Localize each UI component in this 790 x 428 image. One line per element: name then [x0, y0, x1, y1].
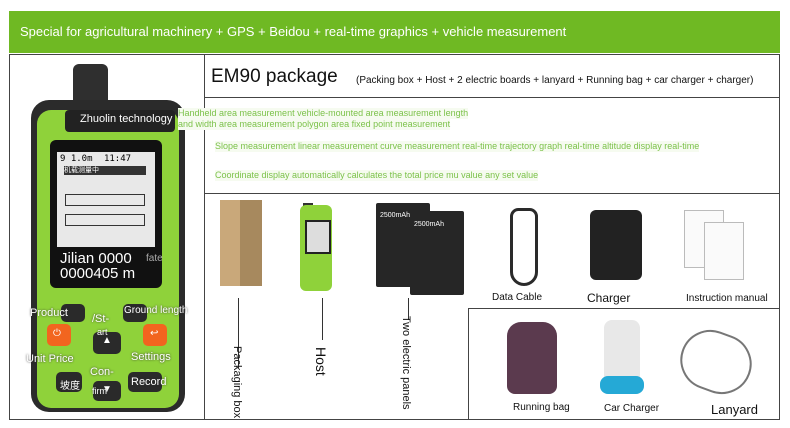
manual-page-2	[704, 222, 744, 280]
up-arrow-button[interactable]	[93, 332, 121, 354]
clock: 11:47	[103, 154, 132, 164]
running-bag-image	[507, 322, 557, 394]
satellite-count: 9	[60, 154, 66, 164]
divider-accessories-left	[468, 308, 469, 420]
faint-label-fate: fate	[146, 253, 163, 264]
feature-line-1a: Handheld area measurement vehicle-mounte…	[178, 108, 469, 119]
slope-key-label: 坡度	[60, 381, 80, 392]
overlay-art: art	[97, 327, 108, 337]
back-button[interactable]	[143, 324, 167, 346]
readout-line-1: Jilian 0000	[60, 250, 132, 267]
divider-vertical	[204, 54, 205, 420]
screen-status-bar: 9 1.0m 11:47	[60, 154, 131, 164]
label-car-charger: Car Charger	[604, 403, 660, 414]
overlay-record: Record	[131, 376, 167, 388]
down-arrow-icon: ▼	[102, 384, 112, 395]
label-instruction-manual: Instruction manual	[686, 293, 768, 304]
device-brand: Zhuolin technology	[80, 113, 173, 125]
host-screen	[305, 220, 331, 254]
car-charger-ring	[600, 376, 644, 394]
label-packaging-box: Packaging box	[231, 346, 243, 419]
feature-line-3: Coordinate display automatically calcula…	[215, 170, 539, 181]
overlay-unit-price: Unit Price	[26, 353, 74, 365]
power-icon: ⏻	[53, 328, 61, 339]
overlay-settings: Settings	[131, 351, 171, 363]
battery-image-2	[410, 211, 464, 295]
battery-capacity-2: 2500mAh	[414, 221, 444, 228]
record-key[interactable]	[128, 372, 162, 392]
accuracy: 1.0m	[70, 154, 93, 164]
device-brand-band	[65, 110, 175, 132]
data-cable-image	[510, 208, 538, 286]
label-data-cable: Data Cable	[492, 292, 543, 303]
label-two-panels: Two electric panels	[400, 316, 412, 410]
charger-image	[590, 210, 642, 280]
down-arrow-button[interactable]	[93, 381, 121, 401]
content-frame	[9, 54, 780, 420]
feature-line-2: Slope measurement linear measurement cur…	[215, 141, 700, 152]
label-charger: Charger	[587, 291, 631, 305]
divider-under-features	[205, 193, 780, 194]
battery-capacity-1: 2500mAh	[380, 212, 410, 219]
overlay-ground-length: Ground length	[124, 305, 188, 316]
screen-title: 机载测量中	[64, 166, 146, 175]
package-title: EM90 package	[211, 66, 338, 87]
label-lanyard: Lanyard	[711, 402, 758, 417]
device-button-top-left[interactable]	[61, 304, 85, 322]
feature-line-1b: and width area measurement polygon area …	[178, 119, 451, 130]
divider-accessories	[468, 308, 780, 309]
screen-track-2	[65, 214, 145, 226]
overlay-start: /St-	[92, 313, 110, 325]
device-button-top-right[interactable]	[123, 304, 147, 322]
banner-text: Special for agricultural machinery + GPS…	[20, 24, 567, 39]
overlay-firm: firm	[92, 386, 107, 396]
label-running-bag: Running bag	[513, 402, 570, 413]
readout-line-2: 0000405 m	[60, 265, 136, 282]
up-arrow-icon: ▲	[102, 335, 112, 346]
label-host: Host	[313, 347, 329, 376]
power-button[interactable]	[47, 324, 71, 346]
divider-under-title	[205, 97, 780, 98]
overlay-product: Product	[30, 307, 68, 319]
leader-host	[322, 298, 323, 340]
overlay-confirm: Con-	[90, 366, 114, 378]
package-contents: (Packing box + Host + 2 electric boards …	[356, 75, 754, 86]
leader-packaging-box	[238, 298, 239, 368]
slope-key[interactable]	[56, 372, 82, 392]
screen-track-1	[65, 194, 145, 206]
leader-panels	[408, 298, 409, 320]
top-banner: Special for agricultural machinery + GPS…	[9, 11, 780, 53]
packaging-box-side	[240, 200, 262, 286]
back-icon: ↩	[150, 328, 159, 339]
